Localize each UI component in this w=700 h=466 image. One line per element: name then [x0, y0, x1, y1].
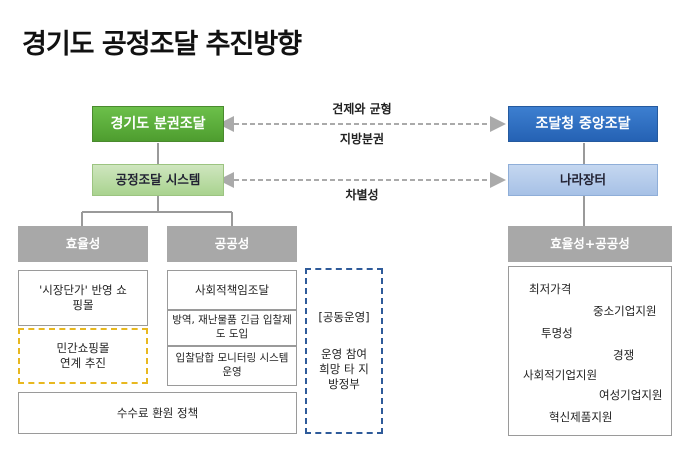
joint-heading: [공동운영]	[318, 310, 370, 325]
gyeonggi-decentralized-box: 경기도 분권조달	[92, 106, 224, 142]
pps-features-box: 최저가격 중소기업지원 투명성 경쟁 사회적기업지원 여성기업지원 혁신제품지원	[508, 266, 672, 436]
pps-feature-3: 투명성	[541, 326, 573, 340]
relation-top-upper: 견제와 균형	[332, 102, 392, 116]
category-both: 효율성+공공성	[508, 226, 672, 262]
category-publicness: 공공성	[167, 226, 297, 262]
relation-top-lower: 지방분권	[339, 132, 385, 146]
category-efficiency: 효율성	[18, 226, 148, 262]
pps-feature-5: 사회적기업지원	[523, 368, 598, 382]
fee-policy-box: 수수료 환원 정책	[18, 392, 297, 434]
publicness-item-2: 방역, 재난물품 긴급 입찰제도 도입	[167, 310, 297, 346]
pps-feature-7: 혁신제품지원	[549, 410, 613, 424]
publicness-item-1: 사회적책임조달	[167, 270, 297, 310]
efficiency-item-1: '시장단가' 반영 쇼핑몰	[18, 270, 148, 326]
pps-feature-2: 중소기업지원	[593, 304, 657, 318]
page-title: 경기도 공정조달 추진방향	[22, 29, 302, 60]
pps-feature-1: 최저가격	[529, 282, 572, 296]
pps-feature-6: 여성기업지원	[599, 388, 663, 402]
efficiency-item-2: 민간쇼핑몰 연계 추진	[18, 328, 148, 384]
joint-body: 운영 참여 희망 타 지방정부	[319, 347, 369, 391]
pps-feature-4: 경쟁	[613, 348, 635, 362]
gyeonggi-system-box: 공정조달 시스템	[92, 164, 224, 196]
pps-central-box: 조달청 중앙조달	[508, 106, 658, 142]
joint-operation-box: [공동운영] 운영 참여 희망 타 지방정부	[305, 268, 383, 434]
publicness-item-3: 입찰담합 모니터링 시스템 운영	[167, 346, 297, 386]
pps-market-box: 나라장터	[508, 164, 658, 196]
relation-middle: 차별성	[345, 188, 379, 202]
